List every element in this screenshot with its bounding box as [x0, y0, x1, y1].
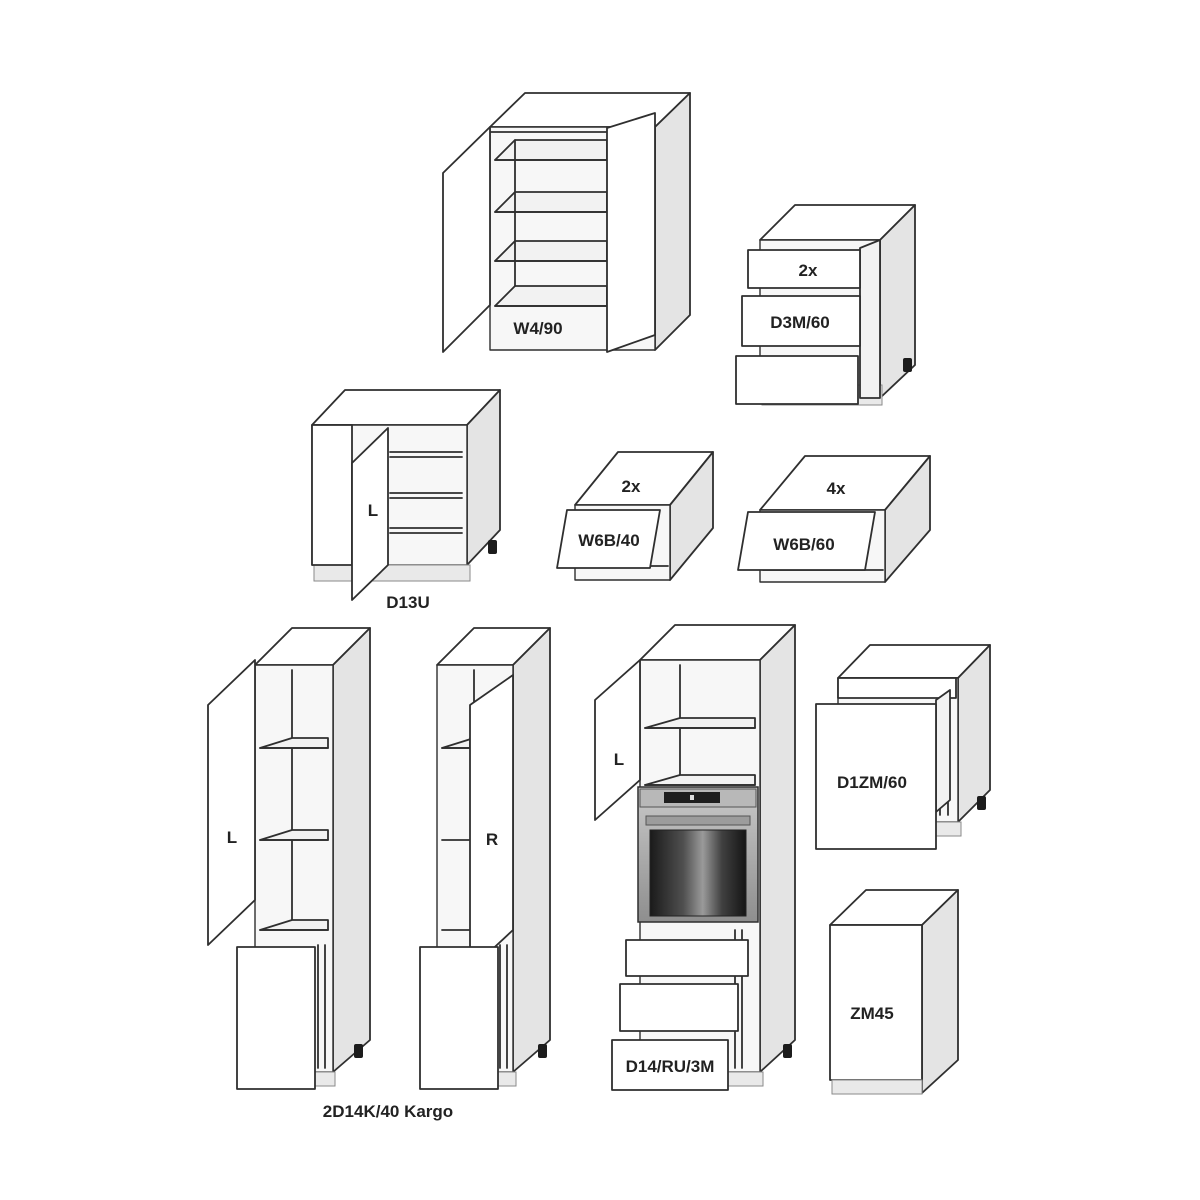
label-w6b60-qty: 4x [827, 479, 846, 498]
label-kargo-right-door: R [486, 830, 498, 849]
cabinet-d3m-60: 2x D3M/60 [735, 204, 916, 406]
cabinet-d1zm-60: D1ZM/60 [815, 644, 991, 850]
label-zm45: ZM45 [850, 1004, 893, 1023]
label-w6b-40: W6B/40 [578, 531, 639, 550]
label-kargo-left-door: L [227, 828, 237, 847]
label-d3m-60: D3M/60 [770, 313, 830, 332]
label-d1zm-60: D1ZM/60 [837, 773, 907, 792]
label-d3m-qty: 2x [799, 261, 818, 280]
cabinet-w4-90: W4/90 [442, 92, 691, 353]
cabinet-zm45: ZM45 [829, 889, 959, 1095]
label-kargo-name: 2D14K/40 Kargo [323, 1102, 453, 1121]
label-d13u-door: L [368, 501, 378, 520]
cabinet-kargo-left: L [207, 627, 371, 1090]
label-d14-door: L [614, 750, 624, 769]
label-d13u: D13U [386, 593, 429, 612]
oven [637, 786, 759, 923]
label-w6b40-qty: 2x [622, 477, 641, 496]
cabinet-kargo-right: R 2D14K/40 Kargo [323, 627, 551, 1121]
label-w4-90: W4/90 [513, 319, 562, 338]
cabinet-d14-ru-3m: L D14/RU/3M [594, 624, 796, 1091]
label-d14-name: D14/RU/3M [626, 1057, 715, 1076]
cabinet-w6b-40: 2x W6B/40 [556, 451, 714, 581]
label-w6b-60: W6B/60 [773, 535, 834, 554]
cabinet-w6b-60: 4x W6B/60 [737, 455, 931, 583]
cabinet-d13u: L D13U [311, 389, 501, 612]
